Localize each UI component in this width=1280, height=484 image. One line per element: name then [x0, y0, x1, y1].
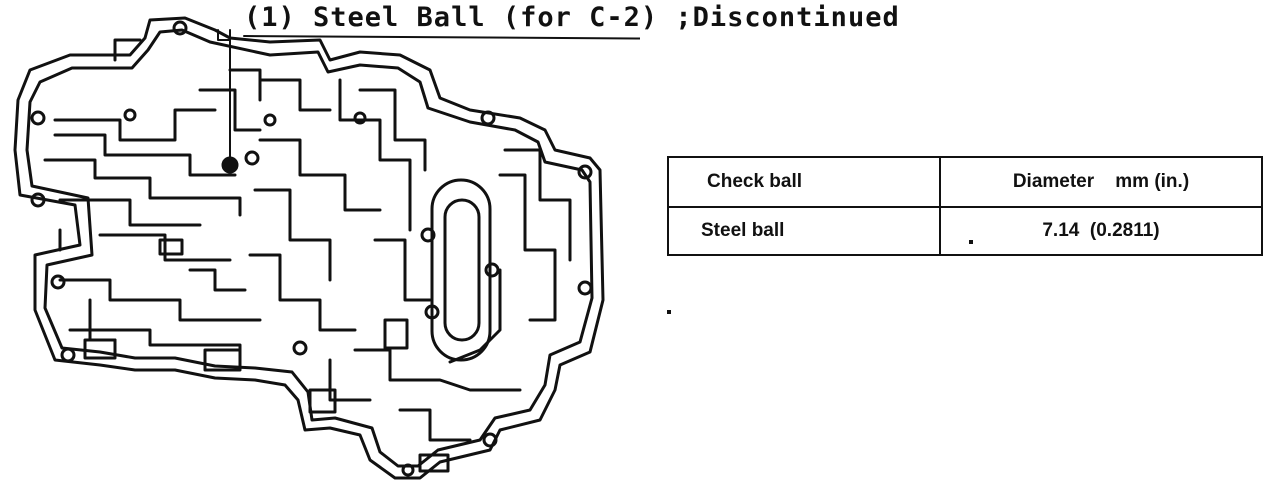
check-ball-spec-table: Check ball Diameter mm (in.) Steel ball …: [667, 156, 1263, 256]
header-diameter: Diameter mm (in.): [939, 156, 1263, 208]
stray-mark: [969, 240, 973, 244]
header-check-ball: Check ball: [667, 156, 941, 208]
central-oval-port: [430, 178, 492, 362]
steel-ball-callout-label: (1) Steel Ball (for C-2) ;Discontinued: [244, 2, 900, 33]
callout-leader-line: [217, 29, 231, 161]
table-header-row: Check ball Diameter mm (in.): [667, 156, 1263, 208]
callout-underline: [243, 35, 640, 40]
cell-diameter: 7.14 (0.2811): [939, 206, 1263, 256]
valve-body-plate-diagram: [13, 16, 640, 480]
stray-mark: [667, 310, 671, 314]
cell-check-ball: Steel ball: [667, 206, 941, 256]
table-row: Steel ball 7.14 (0.2811): [667, 206, 1263, 256]
